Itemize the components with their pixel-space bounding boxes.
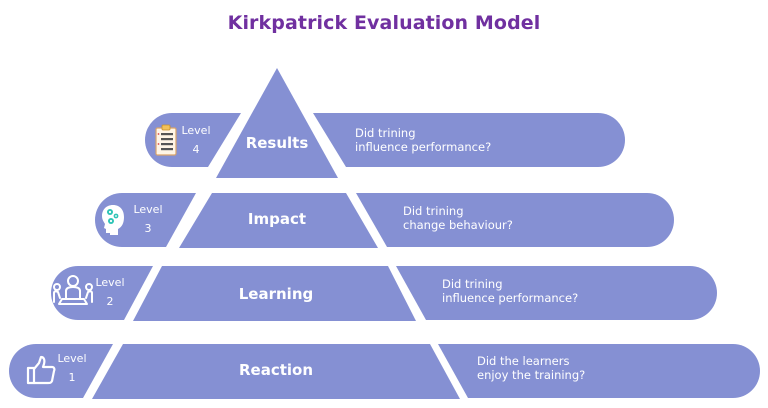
level-4-question: Did trining influence performance?	[355, 126, 491, 154]
head-gears-icon	[102, 205, 124, 235]
level-4-question-shape	[313, 113, 625, 167]
level-1-label: Level	[57, 352, 87, 365]
pyramid-tier-reaction	[92, 344, 460, 399]
thumbs-up-icon	[26, 355, 56, 385]
level-2-question-line2: influence performance?	[442, 291, 579, 305]
level-1-number: 1	[68, 371, 76, 384]
level-3-question-line1: Did trining	[403, 204, 464, 218]
level-2-question-shape	[396, 266, 717, 320]
level-3-question-line2: change behaviour?	[403, 218, 513, 232]
meeting-group-icon	[53, 275, 93, 305]
level-1-question-shape	[438, 344, 760, 398]
level-3-number: 3	[144, 222, 152, 235]
level-2-number: 2	[106, 295, 114, 308]
level-2-question-line1: Did trining	[442, 277, 503, 291]
tier-name-impact: Impact	[247, 210, 307, 228]
level-1-question: Did the learners enjoy the training?	[477, 354, 585, 382]
level-1-tag: Level 1	[54, 349, 90, 387]
level-4-number: 4	[192, 143, 200, 156]
tier-name-results: Results	[245, 134, 309, 152]
level-1-question-line1: Did the learners	[477, 354, 570, 368]
level-2-question: Did trining influence performance?	[442, 277, 578, 305]
pyramid-tier-impact	[179, 193, 378, 248]
pyramid-tier-learning	[133, 266, 416, 321]
level-4-question-line1: Did trining	[355, 126, 416, 140]
level-4-question-line2: influence performance?	[355, 140, 492, 154]
level-4-tag: Level 4	[178, 121, 214, 159]
level-4-label: Level	[181, 124, 211, 137]
tier-name-learning: Learning	[238, 285, 314, 303]
level-2-tag-shape	[51, 266, 153, 320]
level-1-tag-shape	[9, 344, 113, 398]
page-title: Kirkpatrick Evaluation Model	[227, 12, 541, 34]
level-3-question-shape	[356, 193, 674, 247]
pyramid-tier-results	[216, 68, 338, 178]
level-3-tag: Level 3	[130, 200, 166, 238]
level-3-label: Level	[133, 203, 163, 216]
level-2-label: Level	[95, 276, 125, 289]
clipboard-checklist-icon	[155, 124, 177, 156]
tier-name-reaction: Reaction	[238, 361, 314, 379]
level-1-question-line2: enjoy the training?	[477, 368, 586, 382]
level-3-tag-shape	[95, 193, 196, 247]
level-3-question: Did trining change behaviour?	[403, 204, 513, 232]
level-2-tag: Level 2	[92, 273, 128, 311]
